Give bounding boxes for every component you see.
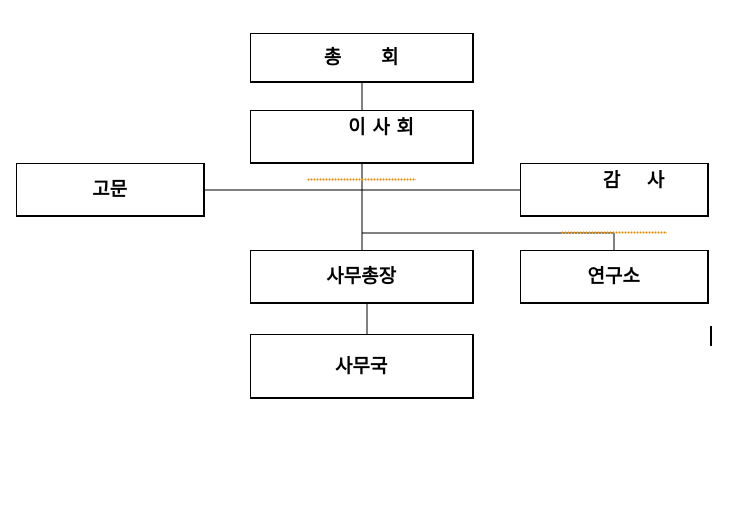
node-label: 사무국 [335,354,388,377]
node-general-assembly: 총 회 [250,33,474,83]
node-auditor: 감 사 [520,163,709,234]
node-label: 연구소 [587,265,641,287]
node-institute: 연구소 [520,250,709,304]
edge-board-institute [362,232,615,250]
spellcheck-underline [306,177,417,181]
spellcheck-underline [561,230,667,234]
node-board: 이 사 회 [250,110,474,181]
node-secretariat: 사무국 [250,334,474,399]
node-label: 이 사 회 [348,115,415,138]
node-label: 감 사 [603,168,665,191]
node-advisor: 고문 [16,163,205,217]
text-cursor [710,326,712,346]
node-label: 사무총장 [326,265,397,287]
node-label: 총 회 [324,46,399,68]
node-secretary-general: 사무총장 [250,250,474,304]
node-label: 고문 [92,178,128,200]
